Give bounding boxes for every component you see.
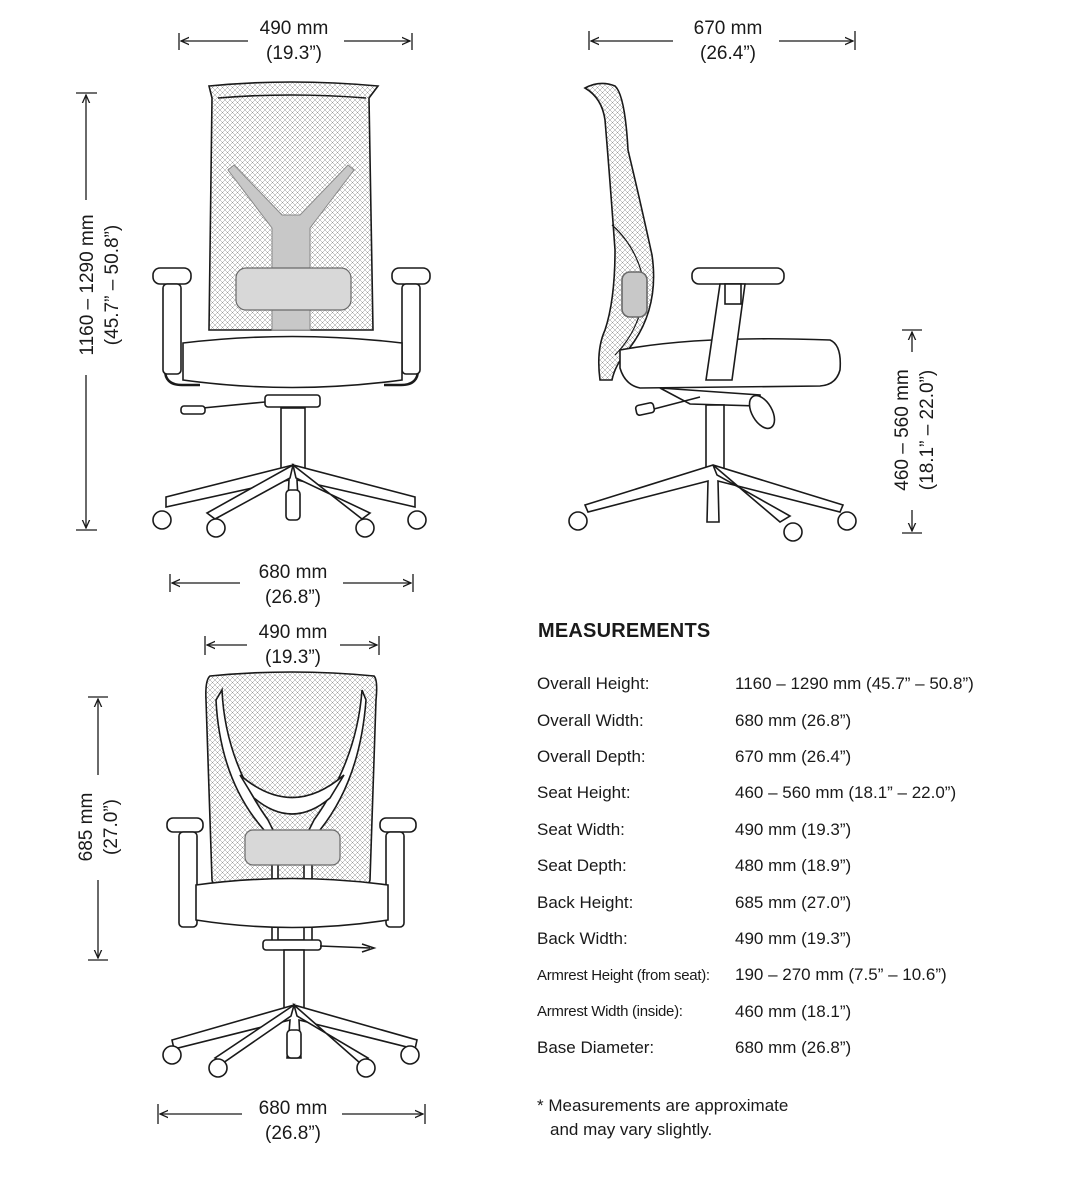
spec-label: Seat Depth: <box>537 856 627 876</box>
spec-row: Overall Height: 1160 – 1290 mm (45.7” – … <box>537 666 1057 702</box>
front-base-in: (26.8”) <box>265 587 321 608</box>
spec-row: Back Width: 490 mm (19.3”) <box>537 921 1057 957</box>
spec-value: 685 mm (27.0”) <box>735 892 852 912</box>
front-width-mm: 490 mm <box>259 18 329 39</box>
measurements-table: Overall Height: 1160 – 1290 mm (45.7” – … <box>537 666 1057 1066</box>
spec-value: 480 mm (18.9”) <box>735 856 852 876</box>
spec-value: 190 – 270 mm (7.5” – 10.6”) <box>735 965 947 985</box>
spec-label: Overall Height: <box>537 674 650 694</box>
spec-row: Back Height: 685 mm (27.0”) <box>537 884 1057 920</box>
spec-value: 1160 – 1290 mm (45.7” – 50.8”) <box>735 674 974 694</box>
back-base-label: 680 mm (26.8”) <box>238 1096 348 1146</box>
spec-row: Overall Depth: 670 mm (26.4”) <box>537 739 1057 775</box>
spec-label: Overall Width: <box>537 710 644 730</box>
note-line-2: and may vary slightly. <box>550 1120 713 1139</box>
side-depth-label: 670 mm (26.4”) <box>676 16 780 66</box>
back-base-mm: 680 mm <box>258 1098 328 1119</box>
side-depth-in: (26.4”) <box>700 43 756 64</box>
spec-row: Seat Width: 490 mm (19.3”) <box>537 812 1057 848</box>
spec-label: Armrest Width (inside): <box>537 1003 683 1021</box>
spec-value: 670 mm (26.4”) <box>735 746 852 766</box>
spec-row: Seat Height: 460 – 560 mm (18.1” – 22.0”… <box>537 775 1057 811</box>
measurements-note: * Measurements are approximate and may v… <box>537 1094 788 1142</box>
back-view-drawing <box>162 671 420 1078</box>
spec-label: Back Height: <box>537 892 634 912</box>
front-height-in: (45.7” – 50.8”) <box>102 224 123 346</box>
spec-value: 460 – 560 mm (18.1” – 22.0”) <box>735 783 957 803</box>
back-height-mm: 685 mm <box>76 792 97 862</box>
back-width-mm: 490 mm <box>258 622 328 643</box>
dimension-lines <box>76 31 922 1124</box>
note-line-1: * Measurements are approximate <box>537 1096 789 1115</box>
back-width-label: 490 mm (19.3”) <box>243 620 343 670</box>
front-width-in: (19.3”) <box>266 43 322 64</box>
spec-value: 490 mm (19.3”) <box>735 928 852 948</box>
front-height-mm: 1160 – 1290 mm <box>77 214 98 356</box>
spec-label: Seat Width: <box>537 819 625 839</box>
spec-row: Overall Width: 680 mm (26.8”) <box>537 702 1057 738</box>
spec-label: Back Width: <box>537 928 628 948</box>
spec-row: Armrest Height (from seat): 190 – 270 mm… <box>537 957 1057 993</box>
back-base-in: (26.8”) <box>265 1123 321 1144</box>
spec-row: Base Diameter: 680 mm (26.8”) <box>537 1030 1057 1066</box>
spec-value: 680 mm (26.8”) <box>735 1038 852 1058</box>
front-base-mm: 680 mm <box>258 562 328 583</box>
spec-label: Seat Height: <box>537 783 631 803</box>
front-view-drawing <box>152 81 431 538</box>
spec-value: 490 mm (19.3”) <box>735 819 852 839</box>
measurements-title: MEASUREMENTS <box>538 620 711 642</box>
front-height-label: 1160 – 1290 mm (45.7” – 50.8”) <box>75 160 125 410</box>
side-seat-height-in: (18.1” – 22.0”) <box>917 369 938 491</box>
front-base-label: 680 mm (26.8”) <box>238 560 348 610</box>
side-seat-height-label: 460 – 560 mm (18.1” – 22.0”) <box>890 330 940 530</box>
spec-label: Overall Depth: <box>537 746 646 766</box>
back-height-in: (27.0”) <box>101 799 122 855</box>
spec-label: Armrest Height (from seat): <box>537 966 710 984</box>
spec-value: 680 mm (26.8”) <box>735 710 852 730</box>
back-width-in: (19.3”) <box>265 647 321 668</box>
front-width-label: 490 mm (19.3”) <box>244 16 344 66</box>
spec-value: 460 mm (18.1”) <box>735 1001 852 1021</box>
side-seat-height-mm: 460 – 560 mm <box>892 369 913 491</box>
side-view-drawing <box>568 82 857 542</box>
spec-row: Seat Depth: 480 mm (18.9”) <box>537 848 1057 884</box>
side-depth-mm: 670 mm <box>693 18 763 39</box>
spec-row: Armrest Width (inside): 460 mm (18.1”) <box>537 994 1057 1030</box>
back-height-label: 685 mm (27.0”) <box>74 767 124 887</box>
spec-label: Base Diameter: <box>537 1038 655 1058</box>
